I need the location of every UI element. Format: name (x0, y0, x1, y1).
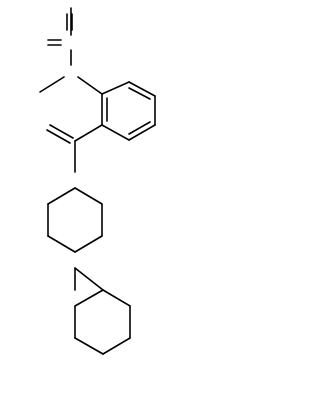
bond (128, 124, 156, 141)
bond (74, 267, 104, 291)
bond (101, 124, 130, 141)
bond (77, 76, 103, 95)
bond (47, 235, 76, 253)
bond (49, 124, 74, 139)
bond (74, 289, 104, 307)
structure-diagram (39, 7, 156, 355)
bond (39, 76, 65, 93)
bond (102, 337, 131, 355)
bond (46, 129, 71, 144)
bond (74, 124, 103, 142)
bond (101, 81, 130, 95)
bond (102, 289, 131, 307)
bonds (39, 7, 156, 355)
bond (128, 87, 151, 100)
bond (74, 235, 103, 253)
bond (47, 187, 76, 205)
bond (74, 187, 103, 205)
bond (128, 81, 156, 97)
bond (74, 337, 104, 355)
bond (128, 121, 151, 135)
